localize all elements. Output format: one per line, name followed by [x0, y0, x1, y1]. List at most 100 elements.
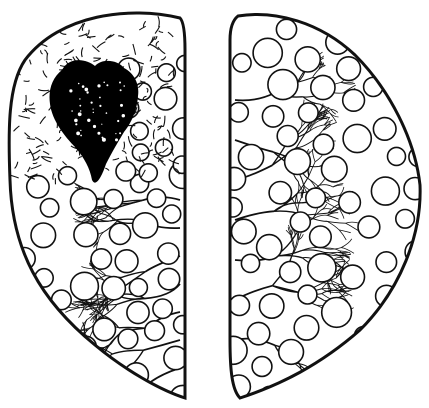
lobule-circle — [354, 18, 375, 39]
lobule-circle — [396, 210, 415, 229]
fibrous-stroke — [163, 116, 165, 127]
lobule-circle — [337, 346, 361, 370]
vessel-branch — [97, 396, 108, 402]
vessel-branch — [312, 399, 315, 408]
fibrous-stroke — [155, 26, 160, 33]
vessel-branch — [235, 93, 274, 100]
vessel-branch — [88, 353, 98, 354]
fibrous-stroke — [63, 161, 67, 165]
vessel-branch — [302, 250, 324, 252]
lobule-circle — [71, 188, 97, 214]
fibrous-stroke — [41, 25, 48, 27]
lesion-speck — [93, 125, 96, 128]
vessel-branch — [341, 82, 353, 83]
fibrous-stroke — [28, 167, 31, 172]
vessel-branch — [90, 353, 99, 358]
vessel-branch — [82, 388, 92, 389]
lesion-speck — [115, 133, 116, 134]
vessel-branch — [323, 385, 335, 386]
vessel-branch — [89, 367, 93, 381]
lobule-circle — [280, 261, 301, 282]
fibrous-stroke — [24, 109, 36, 110]
fibrous-stroke — [156, 41, 159, 46]
lesion-speck — [97, 132, 100, 135]
vessel-branch — [99, 375, 109, 377]
lobule-circle — [247, 322, 269, 344]
lobule-circle — [343, 89, 365, 111]
fibrous-stroke — [139, 26, 145, 30]
vessel-branch — [323, 374, 331, 378]
vessel-branch — [94, 371, 99, 374]
fibrous-stroke — [19, 116, 30, 119]
vessel-branch — [84, 367, 93, 378]
vessel-branch — [106, 391, 109, 398]
vessel-branch — [85, 399, 93, 406]
fibrous-stroke — [148, 72, 156, 77]
vessel-branch — [89, 402, 97, 405]
vessel-branch — [88, 402, 97, 403]
lobule-circle — [158, 243, 179, 264]
vessel-branch — [93, 396, 99, 400]
vessel-branch — [311, 384, 315, 398]
vessel-branch — [96, 361, 100, 369]
lesion-speck — [82, 85, 85, 88]
lobule-circle — [71, 272, 99, 300]
vessel-branch — [305, 400, 310, 408]
lobule-circle — [229, 103, 248, 122]
lesion-speck — [79, 98, 80, 99]
fibrous-stroke — [155, 116, 158, 123]
lobule-circle — [17, 339, 36, 358]
lobule-circle — [277, 126, 298, 147]
vessel-branch — [119, 368, 128, 383]
vessel-branch — [272, 286, 300, 293]
lobule-circle — [403, 354, 429, 384]
lobule-circle — [93, 318, 116, 341]
fibrous-stroke — [167, 86, 172, 87]
vessel-branch — [93, 396, 100, 400]
vessel-branch — [116, 398, 117, 408]
lobule-circle — [358, 216, 380, 238]
lobule-circle — [268, 70, 298, 100]
fibrous-stroke — [25, 95, 26, 105]
fibrous-stroke — [97, 42, 105, 48]
lobule-circle — [380, 375, 400, 395]
lobule-circle — [328, 384, 357, 408]
fibrous-stroke — [43, 71, 47, 78]
vessel-branch — [99, 389, 107, 394]
left-half-panel — [8, 13, 196, 408]
vessel-branch — [328, 389, 337, 395]
lesion-speck — [80, 135, 82, 137]
lesion-speck — [74, 119, 78, 123]
fibrous-stroke — [32, 150, 41, 155]
vessel-branch — [339, 255, 351, 256]
vessel-branch — [315, 399, 322, 408]
lobule-circle — [58, 387, 79, 408]
vessel-branch — [89, 347, 96, 352]
fibrous-stroke — [64, 42, 69, 44]
lobule-circle — [276, 19, 296, 39]
lobule-circle — [388, 61, 406, 79]
vessel-branch — [109, 377, 123, 384]
fibrous-stroke — [38, 90, 49, 91]
fibrous-stroke — [27, 109, 35, 113]
lesion-speck — [78, 83, 80, 85]
lesion-speck — [119, 82, 121, 84]
lobule-circle — [102, 277, 125, 300]
lobule-circle — [374, 39, 393, 58]
lobule-circle — [232, 219, 257, 244]
vessel-branch — [322, 369, 329, 370]
vessel-branch — [102, 403, 108, 408]
vessel-branch — [310, 379, 323, 386]
lobule-circle — [262, 106, 283, 127]
lobule-circle — [174, 316, 192, 334]
vessel-branch — [104, 391, 109, 398]
lobule-circle — [370, 340, 397, 367]
lobule-circle — [27, 176, 49, 198]
lobule-circle — [116, 161, 136, 181]
lobule-circle — [12, 281, 33, 302]
lobule-circle — [253, 38, 282, 67]
vessel-branch — [82, 399, 93, 403]
lobule-circle — [408, 320, 428, 340]
lesion-speck — [85, 88, 89, 92]
fibrous-stroke — [147, 101, 151, 105]
